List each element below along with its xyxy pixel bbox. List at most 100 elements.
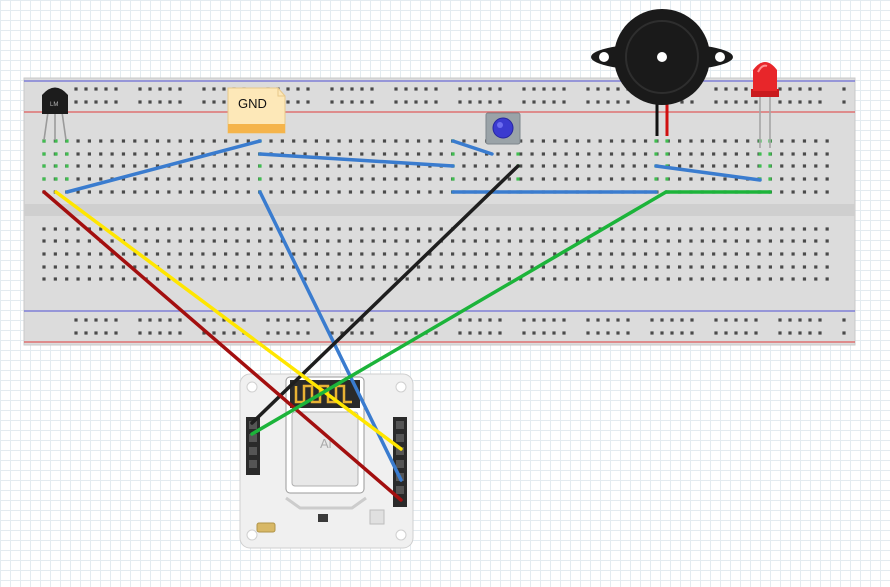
breadboard-hole xyxy=(87,177,91,181)
breadboard-hole xyxy=(754,318,758,322)
breadboard-hole xyxy=(340,87,344,91)
breadboard-hole xyxy=(643,239,648,243)
breadboard-hole xyxy=(564,152,568,156)
breadboard-hole xyxy=(202,331,206,335)
breadboard-hole xyxy=(665,139,669,143)
breadboard-hole xyxy=(564,139,568,143)
breadboard-hole xyxy=(488,318,492,322)
breadboard-hole xyxy=(167,265,171,269)
breadboard-hole xyxy=(712,177,716,181)
breadboard-hole xyxy=(808,331,812,335)
breadboard-hole xyxy=(689,177,693,181)
breadboard-hole xyxy=(133,227,137,231)
breadboard-hole xyxy=(382,277,387,281)
breadboard-hole xyxy=(350,318,354,322)
breadboard-hole xyxy=(798,100,802,104)
breadboard-hole xyxy=(507,252,511,256)
breadboard-hole xyxy=(99,139,103,143)
breadboard-hole xyxy=(564,277,568,281)
breadboard-hole xyxy=(155,152,160,156)
breadboard-hole xyxy=(99,152,103,156)
breadboard-hole xyxy=(269,177,273,181)
breadboard-hole xyxy=(778,87,782,91)
breadboard-holes xyxy=(42,87,846,335)
breadboard-hole xyxy=(114,318,118,322)
breadboard-hole xyxy=(306,100,310,104)
breadboard-hole xyxy=(258,177,262,181)
breadboard-hole xyxy=(360,227,364,231)
breadboard-hole xyxy=(522,331,526,335)
breadboard-hole xyxy=(303,152,307,156)
breadboard-hole xyxy=(269,227,273,231)
breadboard-hole xyxy=(428,277,432,281)
breadboard-hole xyxy=(678,152,682,156)
breadboard-hole xyxy=(394,190,398,194)
breadboard-hole xyxy=(155,190,160,194)
breadboard-hole xyxy=(326,265,330,269)
breadboard-hole xyxy=(814,139,818,143)
breadboard-hole xyxy=(690,100,694,104)
breadboard-hole xyxy=(340,100,344,104)
breadboard-hole xyxy=(212,139,216,143)
breadboard-hole xyxy=(680,100,684,104)
breadboard-hole xyxy=(235,139,239,143)
breadboard-hole xyxy=(246,227,250,231)
breadboard-hole xyxy=(314,252,318,256)
breadboard-hole xyxy=(553,139,557,143)
breadboard-hole xyxy=(553,239,557,243)
breadboard-hole xyxy=(552,318,556,322)
breadboard-hole xyxy=(542,318,546,322)
breadboard-hole xyxy=(54,152,58,156)
breadboard-hole xyxy=(802,227,807,231)
breadboard-hole xyxy=(201,252,205,256)
breadboard-hole xyxy=(76,277,80,281)
breadboard-hole xyxy=(655,252,659,256)
breadboard-hole xyxy=(488,331,492,335)
breadboard-hole xyxy=(598,252,602,256)
breadboard-hole xyxy=(286,318,290,322)
wire-sensor-signal xyxy=(54,190,403,451)
breadboard-hole xyxy=(439,227,443,231)
breadboard-hole xyxy=(541,177,545,181)
breadboard-hole xyxy=(700,239,704,243)
breadboard-hole xyxy=(292,190,296,194)
breadboard-hole xyxy=(292,277,296,281)
breadboard-hole xyxy=(780,190,784,194)
breadboard-hole xyxy=(473,239,477,243)
breadboard-hole xyxy=(734,152,738,156)
breadboard-hole xyxy=(541,252,545,256)
breadboard-hole xyxy=(700,252,704,256)
breadboard-hole xyxy=(155,252,160,256)
breadboard-hole xyxy=(734,100,738,104)
button-cap xyxy=(492,117,514,139)
breadboard-hole xyxy=(700,277,704,281)
breadboard-hole xyxy=(246,277,250,281)
breadboard-hole xyxy=(167,152,171,156)
breadboard-hole xyxy=(404,318,408,322)
breadboard-hole xyxy=(404,87,408,91)
breadboard-hole xyxy=(133,177,137,181)
breadboard-hole xyxy=(258,239,262,243)
breadboard-hole xyxy=(462,227,466,231)
breadboard-hole xyxy=(575,239,580,243)
breadboard-hole xyxy=(586,87,590,91)
breadboard-hole xyxy=(94,318,98,322)
breadboard-hole xyxy=(65,227,69,231)
breadboard-hole xyxy=(201,164,205,168)
breadboard-hole xyxy=(189,277,194,281)
breadboard-hole xyxy=(478,100,482,104)
breadboard-hole xyxy=(148,318,152,322)
breadboard-hole xyxy=(643,252,648,256)
breadboard-hole xyxy=(553,277,557,281)
breadboard-hole xyxy=(76,252,80,256)
breadboard-hole xyxy=(394,152,398,156)
wire-buzzer-to-led xyxy=(654,164,762,182)
breadboard-hole xyxy=(148,331,152,335)
breadboard-hole xyxy=(371,177,375,181)
breadboard-hole xyxy=(768,177,772,181)
breadboard-hole xyxy=(178,239,182,243)
breadboard-hole xyxy=(337,139,341,143)
breadboard-hole xyxy=(609,239,614,243)
breadboard-hole xyxy=(462,164,466,168)
note-band xyxy=(228,124,285,133)
